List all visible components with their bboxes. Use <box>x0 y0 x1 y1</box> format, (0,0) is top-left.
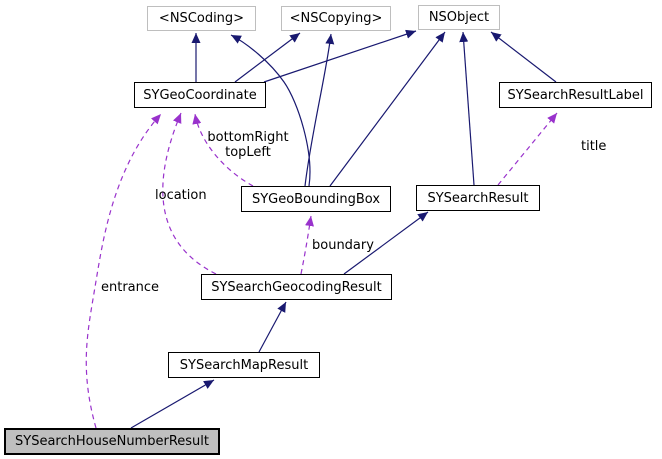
inherit-edge-sysearchgeocodingresult-sysearchresult <box>343 211 429 275</box>
usage-edge-boundary <box>300 215 314 275</box>
node-sysearchhousenumberresult: SYSearchHouseNumberResult <box>4 428 220 455</box>
inherit-edge-sygeoboundingbox-nsobject <box>329 31 446 187</box>
node-nscopying: <NSCopying> <box>281 6 391 31</box>
node-sygeocoordinate-label: SYGeoCoordinate <box>143 87 257 103</box>
node-sysearchgeocodingresult[interactable]: SYSearchGeocodingResult <box>201 274 392 300</box>
edge-label-topleft: topLeft <box>225 145 271 160</box>
edge-label-boundary: boundary <box>312 238 374 253</box>
node-nscoding: <NSCoding> <box>147 6 256 31</box>
node-sysearchresult-label: SYSearchResult <box>427 190 529 206</box>
inherit-edge-sygeoboundingbox-nscoding <box>230 34 311 187</box>
usage-edge-entrance <box>85 113 162 429</box>
inherit-edge-sygeocoordinate-nscopying <box>234 32 301 83</box>
node-sysearchresultlabel[interactable]: SYSearchResultLabel <box>499 82 652 108</box>
inherit-edge-sysearchhousenumberresult-sysearchmapresult <box>130 379 215 429</box>
node-nscopying-label: <NSCopying> <box>289 11 383 26</box>
inherit-edge-sysearchresultlabel-nsobject <box>490 31 557 83</box>
edge-label-bottomright-topleft: bottomRight topLeft <box>202 130 294 160</box>
inherit-edge-sygeoboundingbox-nscopying <box>304 33 335 187</box>
edge-label-entrance: entrance <box>101 280 160 295</box>
node-sysearchgeocodingresult-label: SYSearchGeocodingResult <box>211 279 382 295</box>
node-sygeoboundingbox-label: SYGeoBoundingBox <box>251 191 381 207</box>
usage-edge-bottomright-topleft <box>192 113 254 187</box>
node-sygeocoordinate[interactable]: SYGeoCoordinate <box>134 82 266 108</box>
node-sygeoboundingbox[interactable]: SYGeoBoundingBox <box>241 186 391 212</box>
node-nsobject: NSObject <box>418 5 500 30</box>
inherit-edge-sygeocoordinate-nsobject <box>263 29 417 83</box>
usage-edge-title <box>497 112 558 186</box>
usage-edge-location <box>162 112 217 275</box>
inherit-edge-sysearchmapresult-sysearchgeocodingresult <box>258 301 287 353</box>
edge-label-title: title <box>581 139 607 154</box>
inherit-edge-sysearchresult-nsobject <box>459 31 475 186</box>
node-sysearchmapresult-label: SYSearchMapResult <box>179 357 309 373</box>
node-nscoding-label: <NSCoding> <box>158 11 245 26</box>
edge-label-location: location <box>155 188 207 203</box>
node-sysearchhousenumberresult-label: SYSearchHouseNumberResult <box>15 434 209 449</box>
node-sysearchresultlabel-label: SYSearchResultLabel <box>507 87 644 103</box>
node-nsobject-label: NSObject <box>428 10 490 25</box>
node-sysearchmapresult[interactable]: SYSearchMapResult <box>168 352 320 378</box>
edge-label-bottomright: bottomRight <box>207 130 289 145</box>
node-sysearchresult[interactable]: SYSearchResult <box>416 185 540 211</box>
